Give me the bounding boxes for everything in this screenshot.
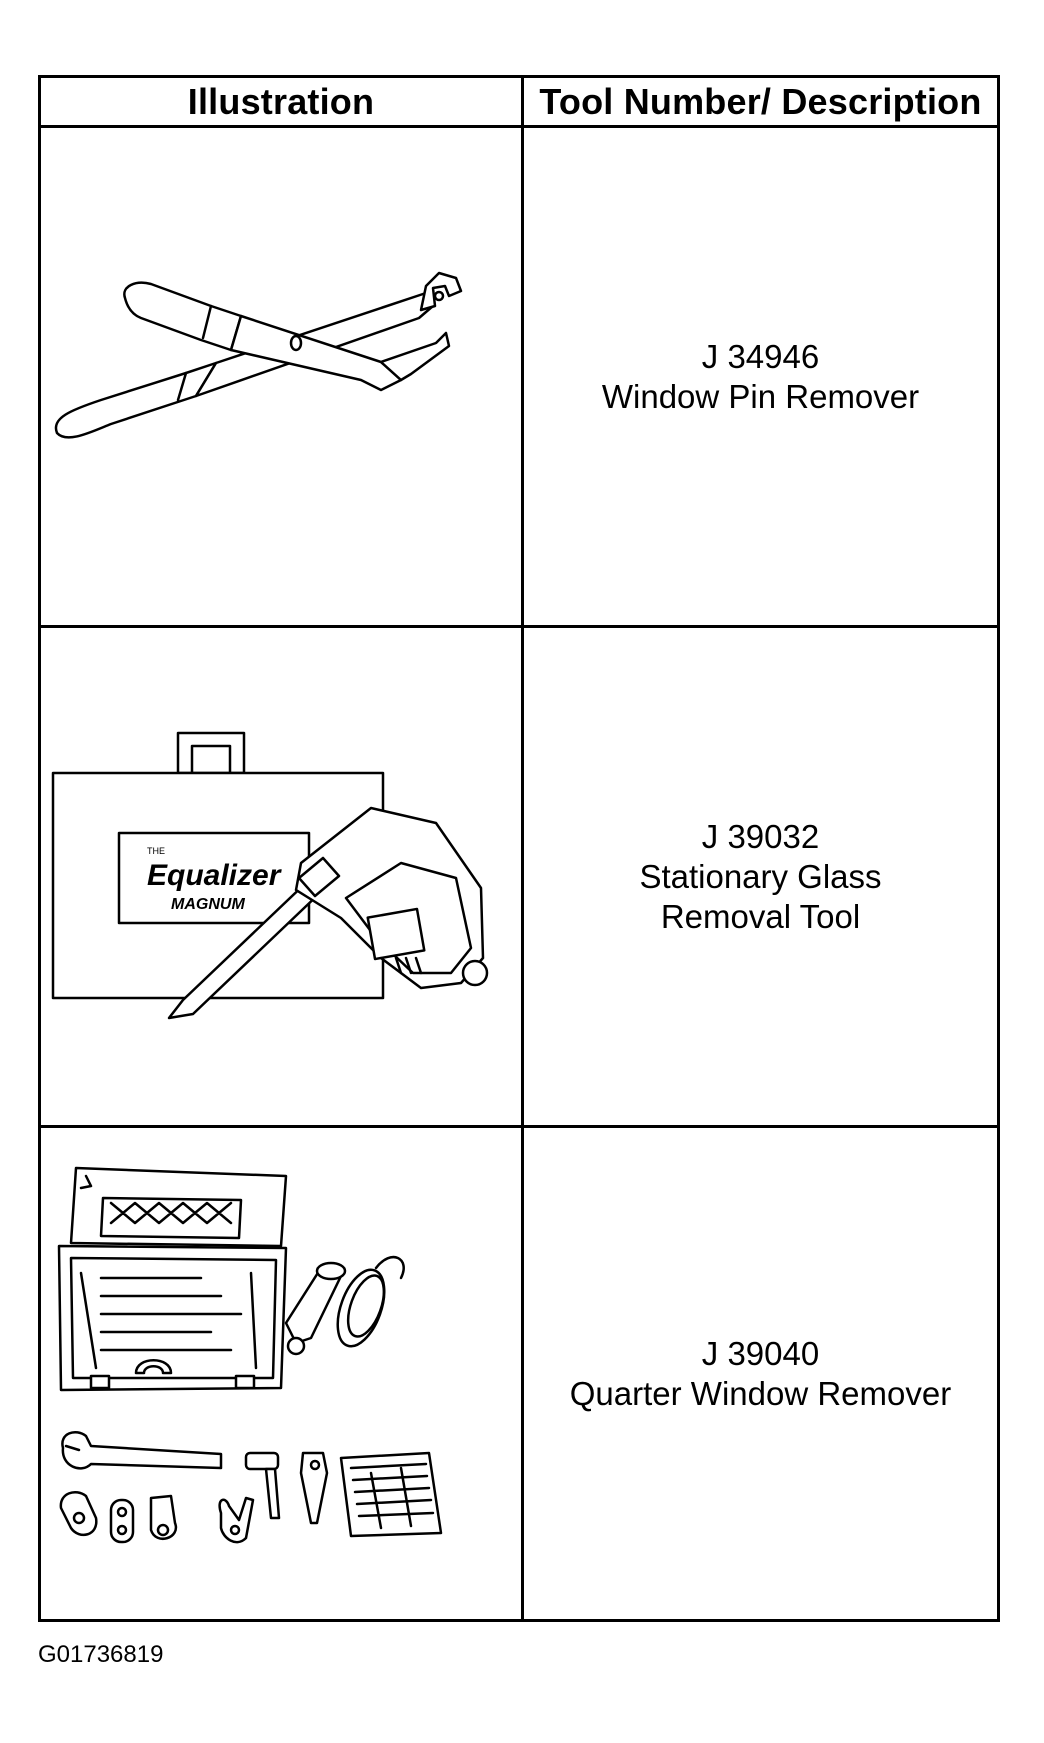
tool-description-cell: J 34946 Window Pin Remover (524, 128, 997, 625)
tool-number: J 39040 (701, 1334, 820, 1372)
tool-description-cell: J 39032 Stationary Glass Removal Tool (524, 628, 997, 1125)
table-row: THE Equalizer MAGNUM J 39032 Stationary … (41, 628, 997, 1128)
case-label-small: THE (147, 846, 165, 856)
table-header-row: Illustration Tool Number/ Description (41, 78, 997, 128)
glass-removal-tool-icon: THE Equalizer MAGNUM (41, 628, 521, 1125)
tool-number: J 39032 (701, 817, 820, 855)
tool-name: Window Pin Remover (601, 377, 920, 415)
quarter-window-remover-kit-icon (41, 1128, 521, 1619)
special-tools-table: Illustration Tool Number/ Description (38, 75, 1000, 1622)
header-tool-description: Tool Number/ Description (539, 80, 982, 122)
figure-code: G01736819 (38, 1641, 164, 1668)
table-row: J 34946 Window Pin Remover (41, 128, 997, 628)
case-label-brand: Equalizer (147, 859, 283, 892)
tool-name-line-2: Removal Tool (660, 897, 861, 935)
tool-name-line-1: Stationary Glass (639, 857, 882, 895)
window-pin-remover-icon (41, 128, 521, 625)
tool-number: J 34946 (701, 337, 820, 375)
tool-name: Quarter Window Remover (569, 1374, 952, 1412)
tool-description-cell: J 39040 Quarter Window Remover (524, 1128, 997, 1619)
column-divider (521, 78, 524, 1619)
table-row: J 39040 Quarter Window Remover (41, 1128, 997, 1619)
case-label-model: MAGNUM (171, 896, 245, 913)
header-illustration: Illustration (187, 80, 375, 122)
